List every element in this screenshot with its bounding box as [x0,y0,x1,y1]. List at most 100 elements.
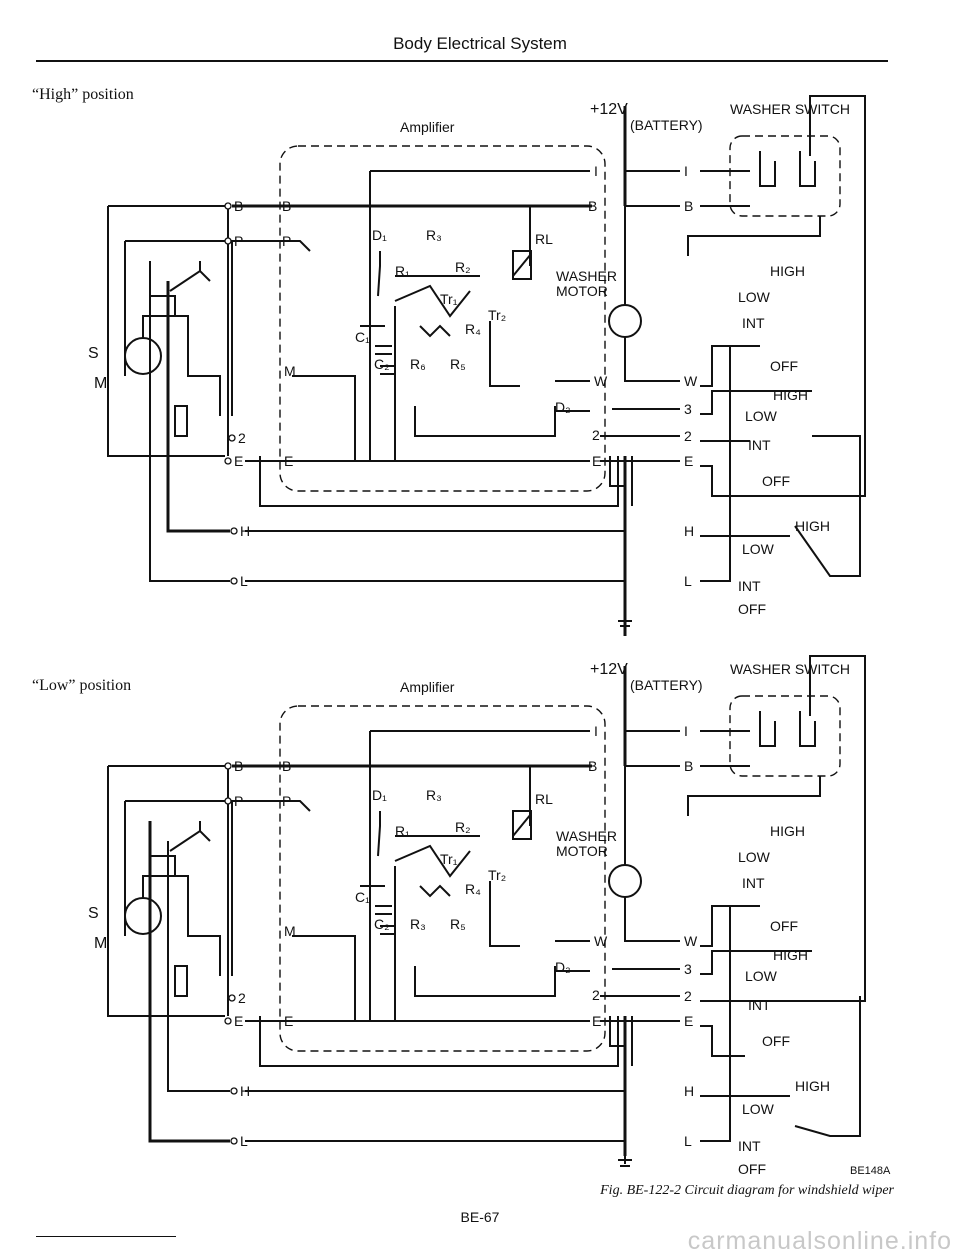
svg-text:INT: INT [742,315,765,331]
r5-label: R₅ [450,916,466,932]
high-position-label: “High” position [32,86,134,103]
wiper-switch-middle: HIGH LOW INT OFF [745,387,808,489]
d2-label: D₂ [555,399,571,415]
svg-text:OFF: OFF [738,1161,766,1177]
tr2-label: Tr₂ [488,307,506,323]
svg-text:INT: INT [738,578,761,594]
d1-label: D₁ [372,227,387,243]
r1-label: R₁ [395,823,410,839]
motor-m-label: M [94,375,107,392]
svg-text:B: B [588,758,597,774]
amp-m-terminal: M [284,923,296,939]
wiper-switch-upper: HIGH LOW INT OFF [738,823,805,934]
svg-text:E: E [592,1013,601,1029]
svg-text:INT: INT [748,437,771,453]
svg-text:P: P [234,233,243,249]
page-number: BE-67 [460,1209,500,1225]
supply-label: +12V [590,661,628,678]
tr1-label: Tr₁ [440,291,458,307]
svg-text:INT: INT [748,997,771,1013]
circuit-diagram-high: Amplifier +12V (BATTERY) WASHER SWITCH S… [88,95,866,636]
svg-text:2: 2 [684,988,692,1004]
svg-text:HIGH: HIGH [773,387,808,403]
header-rule [36,60,888,62]
r5-label: R₅ [450,356,466,372]
washer-motor [608,304,642,338]
svg-text:H: H [684,523,694,539]
washer-motor-label-2: MOTOR [556,283,608,299]
svg-text:LOW: LOW [745,968,778,984]
figure-caption: Fig. BE-122-2 Circuit diagram for windsh… [600,1183,894,1198]
footer-rule [36,1236,176,1237]
svg-text:2: 2 [684,428,692,444]
svg-text:HIGH: HIGH [770,823,805,839]
amp-right-terminals: I B W 2 E [588,723,608,1029]
washer-switch-label: WASHER SWITCH [730,661,850,677]
svg-text:I: I [684,163,688,179]
r6-label: R₃ [410,916,426,932]
svg-text:E: E [234,453,243,469]
svg-text:OFF: OFF [770,358,798,374]
svg-text:3: 3 [684,401,692,417]
svg-text:L: L [240,573,248,589]
amplifier-box [279,145,606,492]
svg-text:E: E [684,453,693,469]
svg-text:L: L [240,1133,248,1149]
motor-coil [174,965,188,997]
svg-text:LOW: LOW [742,1101,775,1117]
svg-text:W: W [684,373,698,389]
d1-label: D₁ [372,787,387,803]
svg-text:OFF: OFF [770,918,798,934]
r3-label: R₃ [426,787,442,803]
svg-text:I: I [594,163,598,179]
svg-text:INT: INT [738,1138,761,1154]
svg-text:HIGH: HIGH [795,1078,830,1094]
washer-switch-box [729,695,841,777]
svg-text:OFF: OFF [762,473,790,489]
r3-label: R₃ [426,227,442,243]
page-header: Body Electrical System [393,34,567,53]
d2-label: D₂ [555,959,571,975]
svg-text:I: I [594,723,598,739]
svg-text:P: P [234,793,243,809]
c2-label: C₂ [374,916,390,932]
r1-label: R₁ [395,263,410,279]
motor-s-label: S [88,905,99,922]
r4-label: R₄ [465,881,481,897]
svg-text:3: 3 [684,961,692,977]
amplifier-box [279,705,606,1052]
right-connector: I B W 3 2 E H L [684,163,698,589]
motor-s-label: S [88,345,99,362]
amp-right-terminals: I B W 2 E [588,163,608,469]
washer-switch-box [729,135,841,217]
amplifier-label: Amplifier [400,119,455,135]
battery-label: (BATTERY) [630,117,703,133]
svg-text:I: I [684,723,688,739]
r6-label: R₆ [410,356,426,372]
svg-text:OFF: OFF [762,1033,790,1049]
svg-text:LOW: LOW [742,541,775,557]
battery-label: (BATTERY) [630,677,703,693]
svg-text:HIGH: HIGH [795,518,830,534]
r2-label: R₂ [455,259,471,275]
wiper-motor [124,337,162,375]
svg-text:L: L [684,573,692,589]
svg-text:W: W [594,373,608,389]
right-connector: I B W 3 2 E H L [684,723,698,1149]
r2-label: R₂ [455,819,471,835]
washer-motor-label-2: MOTOR [556,843,608,859]
motor-m-label: M [94,935,107,952]
wiper-switch-upper: HIGH LOW INT OFF [738,263,805,374]
svg-text:E: E [592,453,601,469]
svg-text:B: B [234,758,243,774]
c2-label: C₂ [374,356,390,372]
amplifier-label: Amplifier [400,679,455,695]
tr1-label: Tr₁ [440,851,458,867]
circuit-diagram-low: Amplifier +12V (BATTERY) WASHER SWITCH S… [88,655,891,1177]
washer-motor-label-1: WASHER [556,828,617,844]
washer-motor [608,864,642,898]
svg-text:2: 2 [238,430,246,446]
relay-label: RL [535,791,553,807]
amp-p-terminal: P [282,793,291,809]
